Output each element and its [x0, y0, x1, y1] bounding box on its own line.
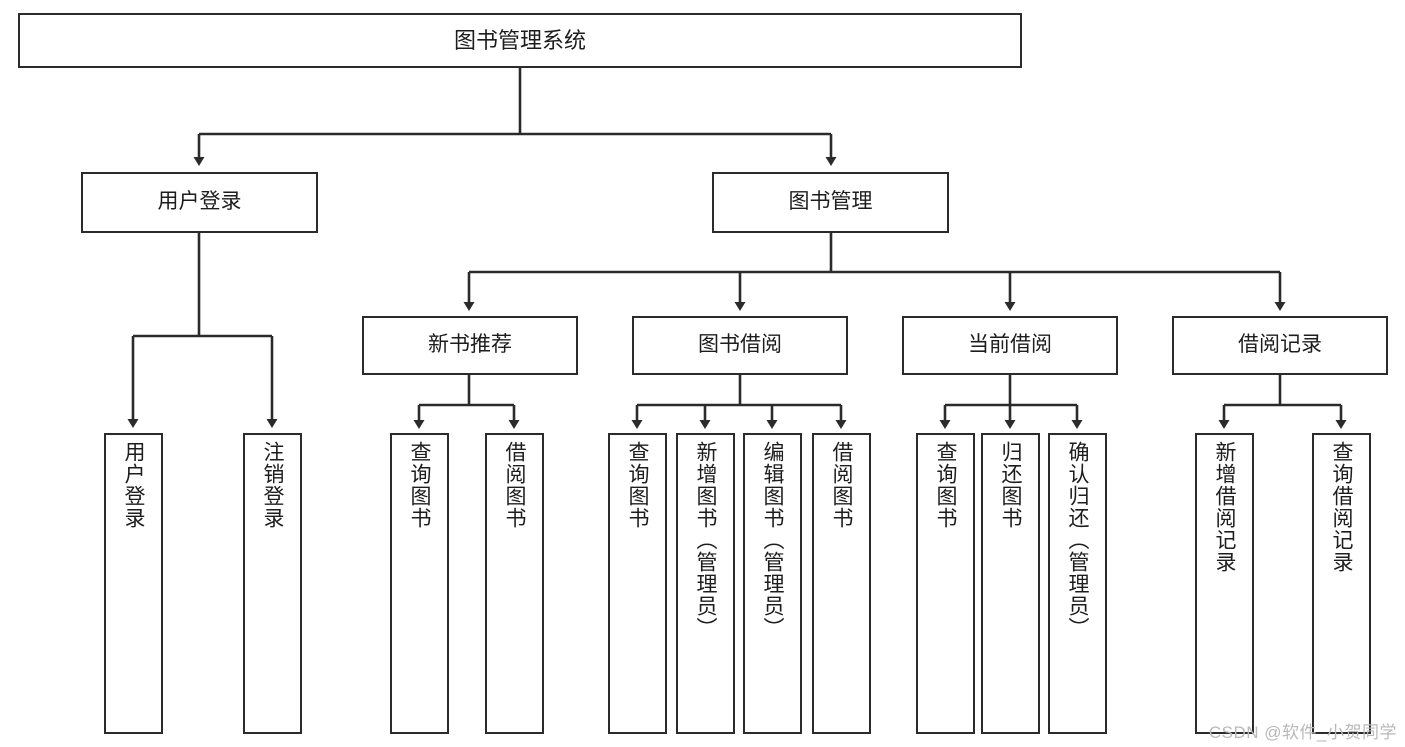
- node-book-borrow[interactable]: 图书借阅: [632, 316, 848, 375]
- node-label: 确认归还（管理员）: [1066, 441, 1089, 639]
- node-book-manage[interactable]: 图书管理: [712, 172, 949, 233]
- leaf-add-book-admin[interactable]: 新增图书（管理员）: [676, 433, 735, 734]
- node-current-borrow[interactable]: 当前借阅: [902, 316, 1118, 375]
- node-label: 编辑图书（管理员）: [761, 441, 784, 639]
- leaf-query-book-3[interactable]: 查询图书: [916, 433, 975, 734]
- node-label: 借阅图书: [830, 441, 853, 529]
- node-label: 查询图书: [626, 441, 649, 529]
- leaf-return-book[interactable]: 归还图书: [981, 433, 1040, 734]
- leaf-borrow-book-2[interactable]: 借阅图书: [812, 433, 871, 734]
- node-label: 归还图书: [999, 441, 1022, 529]
- node-label: 查询图书: [934, 441, 957, 529]
- node-label: 用户登录: [122, 441, 145, 529]
- node-label: 当前借阅: [968, 333, 1052, 357]
- leaf-add-borrow-record[interactable]: 新增借阅记录: [1195, 433, 1254, 734]
- node-label: 新书推荐: [428, 333, 512, 357]
- node-label: 新增图书（管理员）: [694, 441, 717, 639]
- leaf-logout[interactable]: 注销登录: [243, 433, 302, 734]
- leaf-query-book-2[interactable]: 查询图书: [608, 433, 667, 734]
- node-label: 图书管理系统: [453, 27, 586, 53]
- node-label: 查询图书: [408, 441, 431, 529]
- csdn-watermark: CSDN @软件_小贺同学: [1208, 723, 1397, 742]
- node-root-system[interactable]: 图书管理系统: [18, 13, 1022, 68]
- leaf-user-login[interactable]: 用户登录: [104, 433, 163, 734]
- leaf-query-book-1[interactable]: 查询图书: [390, 433, 449, 734]
- node-label: 查询借阅记录: [1330, 441, 1353, 573]
- node-label: 借阅记录: [1238, 333, 1322, 357]
- node-label: 新增借阅记录: [1213, 441, 1236, 573]
- leaf-borrow-book-1[interactable]: 借阅图书: [485, 433, 544, 734]
- node-label: 注销登录: [261, 441, 284, 529]
- node-label: 用户登录: [157, 190, 242, 214]
- node-label: 图书借阅: [698, 333, 782, 357]
- node-label: 图书管理: [788, 190, 873, 214]
- node-label: 借阅图书: [503, 441, 526, 529]
- leaf-confirm-return-admin[interactable]: 确认归还（管理员）: [1048, 433, 1107, 734]
- leaf-edit-book-admin[interactable]: 编辑图书（管理员）: [743, 433, 802, 734]
- node-user-login[interactable]: 用户登录: [81, 172, 318, 233]
- leaf-query-borrow-record[interactable]: 查询借阅记录: [1312, 433, 1371, 734]
- node-new-book-recommend[interactable]: 新书推荐: [362, 316, 578, 375]
- node-borrow-record[interactable]: 借阅记录: [1172, 316, 1388, 375]
